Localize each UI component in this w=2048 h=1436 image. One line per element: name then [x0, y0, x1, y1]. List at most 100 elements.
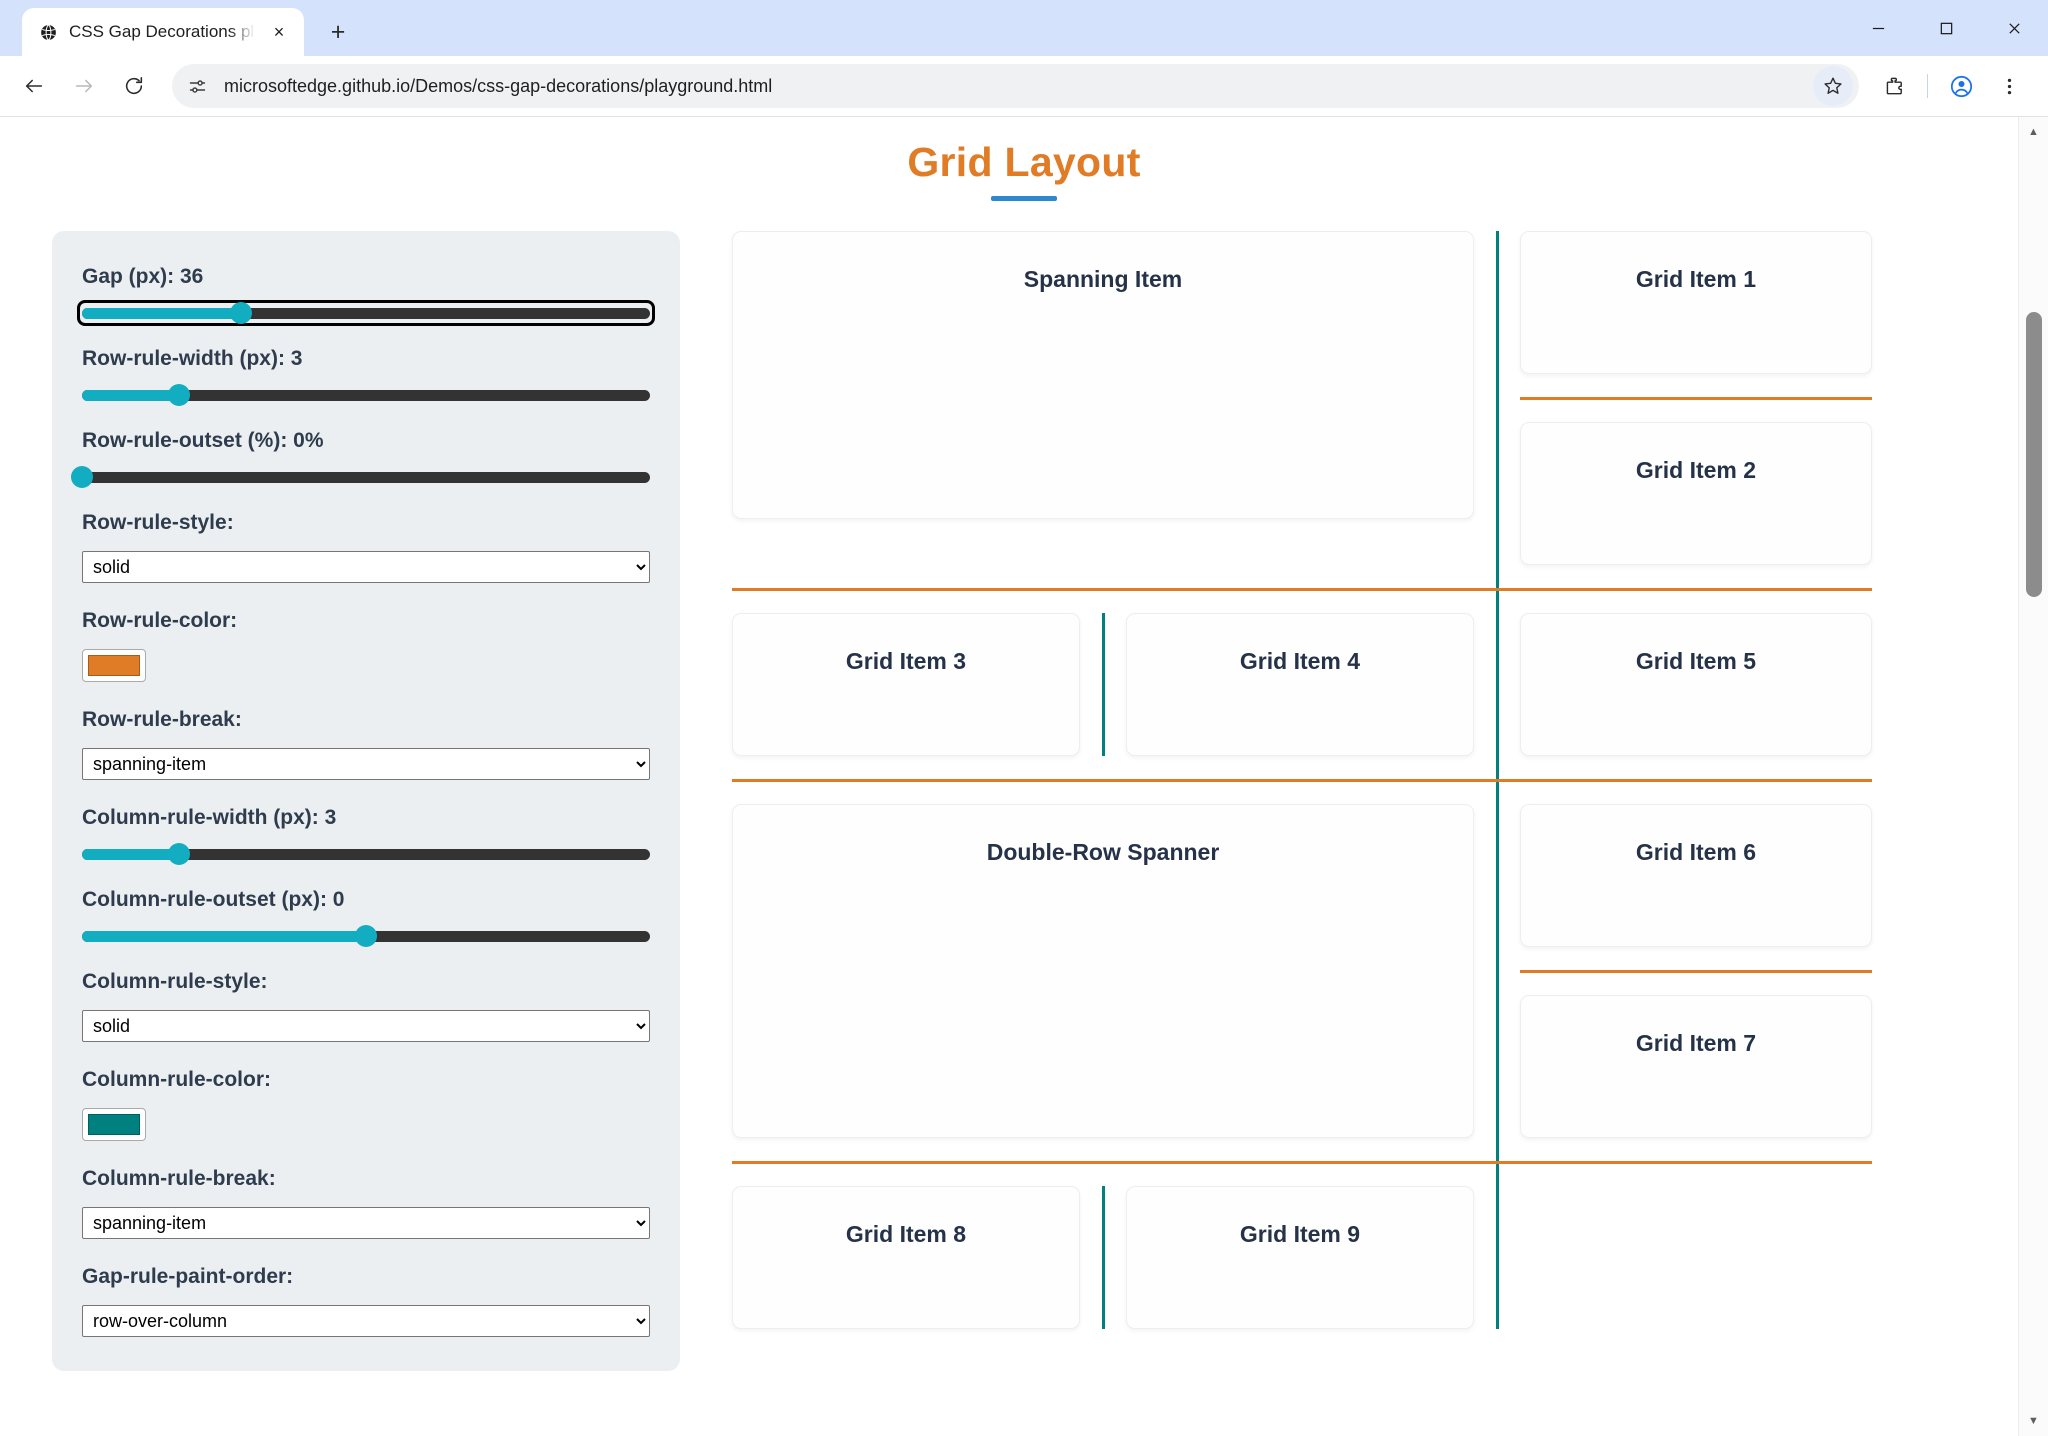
row-rule-style-label: Row-rule-style: [82, 511, 234, 534]
slider-track [82, 389, 650, 401]
row-rule-1 [1520, 397, 1872, 400]
column-rule-style-select[interactable]: nonesoliddasheddotteddoublegrooveridgein… [82, 1010, 650, 1042]
control-gap-rule-paint-order: Gap-rule-paint-order: row-over-columncolu… [82, 1265, 650, 1337]
scroll-down-arrow-icon[interactable]: ▼ [2028, 1415, 2039, 1427]
browser-tab[interactable]: CSS Gap Decorations playground × [22, 8, 304, 56]
double-row-spanner: Double-Row Spanner [732, 804, 1474, 1138]
swatch-fill [88, 1114, 140, 1135]
scroll-up-arrow-icon[interactable]: ▲ [2028, 126, 2039, 138]
grid-item-5: Grid Item 5 [1520, 613, 1872, 756]
bookmark-star-icon[interactable] [1813, 66, 1853, 106]
grid-item-2: Grid Item 2 [1520, 422, 1872, 565]
gap-slider[interactable] [77, 300, 655, 326]
grid-item-8: Grid Item 8 [732, 1186, 1080, 1329]
globe-icon [38, 22, 58, 42]
page-scrollbar[interactable]: ▲ ▼ [2018, 117, 2048, 1436]
slider-fill [82, 930, 366, 942]
grid-item-6-label: Grid Item 6 [1635, 839, 1757, 865]
forward-button[interactable] [60, 62, 108, 110]
row-rule-outset-label: Row-rule-outset (%): 0% [82, 429, 324, 452]
minimize-button[interactable] [1844, 0, 1912, 56]
grid-item-6: Grid Item 6 [1520, 804, 1872, 947]
slider-thumb[interactable] [355, 925, 377, 947]
control-column-rule-break: Column-rule-break: nonespanning-iteminter… [82, 1167, 650, 1239]
toolbar-divider [1927, 74, 1928, 98]
control-column-rule-width: Column-rule-width (px): 3 [82, 806, 650, 865]
grid-item-8-label: Grid Item 8 [845, 1221, 967, 1247]
grid-item-3: Grid Item 3 [732, 613, 1080, 756]
control-row-rule-outset: Row-rule-outset (%): 0% [71, 429, 650, 488]
control-column-rule-style: Column-rule-style:nonesoliddasheddottedd… [82, 970, 650, 1042]
slider-thumb[interactable] [167, 843, 190, 865]
grid-item-2-label: Grid Item 2 [1635, 457, 1757, 483]
title-underline [991, 196, 1057, 201]
grid-item-4-label: Grid Item 4 [1239, 648, 1361, 674]
slider-thumb[interactable] [167, 384, 190, 406]
column-rule-color-swatch[interactable] [82, 1108, 146, 1141]
new-tab-button[interactable]: + [330, 17, 346, 46]
double-row-spanner-label: Double-Row Spanner [986, 839, 1220, 865]
slider-thumb[interactable] [230, 302, 253, 324]
column-rule-outset-slider[interactable] [82, 925, 650, 947]
site-settings-icon[interactable] [180, 69, 214, 103]
column-rule-color-label: Column-rule-color: [82, 1068, 271, 1091]
extensions-puzzle-icon[interactable] [1871, 63, 1917, 109]
row-rule-break-select[interactable]: nonespanning-itemintersection [82, 748, 650, 780]
back-button[interactable] [10, 62, 58, 110]
spanning-item: Spanning Item [732, 231, 1474, 519]
control-column-rule-color: Column-rule-color: [82, 1068, 650, 1141]
maximize-button[interactable] [1912, 0, 1980, 56]
column-rule-break-select[interactable]: nonespanning-itemintersection [82, 1207, 650, 1239]
column-rule-width-slider[interactable] [82, 843, 650, 865]
grid-item-5-label: Grid Item 5 [1635, 648, 1757, 674]
reload-button[interactable] [110, 62, 158, 110]
row-rule-style-select[interactable]: nonesoliddasheddotteddoublegrooveridgein… [82, 551, 650, 583]
close-window-button[interactable] [1980, 0, 2048, 56]
tab-strip: CSS Gap Decorations playground × + [0, 0, 2048, 56]
grid-demo-area: Spanning Item Grid Item 1 Grid Item 2 Grid … [732, 231, 1996, 1406]
slider-thumb[interactable] [71, 466, 93, 488]
row-rule-width-label: Row-rule-width (px): 3 [82, 347, 303, 370]
control-row-rule-color: Row-rule-color: [82, 609, 650, 682]
row-rule-color-label: Row-rule-color: [82, 609, 238, 632]
grid-item-3-label: Grid Item 3 [845, 648, 967, 674]
row-rule-width-slider[interactable] [82, 384, 650, 406]
grid-item-4: Grid Item 4 [1126, 613, 1474, 756]
row-rule-5 [732, 1161, 1872, 1164]
tab-title: CSS Gap Decorations playground [69, 22, 255, 41]
url-text: microsoftedge.github.io/Demos/css-gap-de… [224, 75, 773, 96]
address-bar[interactable]: microsoftedge.github.io/Demos/css-gap-de… [172, 64, 1859, 108]
control-column-rule-outset: Column-rule-outset (px): 0 [82, 888, 650, 947]
slider-fill [82, 848, 179, 860]
column-rule-break-label: Column-rule-break: [82, 1167, 276, 1190]
slider-track [82, 471, 650, 483]
page-title: Grid Layout [907, 139, 1141, 185]
control-gap: Gap (px): 36 [77, 265, 655, 326]
grid-item-9-label: Grid Item 9 [1239, 1221, 1361, 1247]
slider-track [82, 307, 650, 319]
spanning-item-label: Spanning Item [1023, 266, 1183, 292]
controls-panel: Gap (px): 36 Row-rule-width (px): 3 Row-ru… [52, 231, 680, 1371]
row-rule-outset-slider[interactable] [71, 466, 650, 488]
scrollbar-thumb[interactable] [2026, 312, 2042, 597]
column-rule-width-label: Column-rule-width (px): 3 [82, 806, 337, 829]
column-rule-outset-label: Column-rule-outset (px): 0 [82, 888, 345, 911]
web-page: Grid Layout Gap (px): 36 Row-rule-width (… [0, 117, 2048, 1436]
grid-item-1-label: Grid Item 1 [1635, 266, 1757, 292]
control-row-rule-style: Row-rule-style: nonesoliddasheddotteddoub… [82, 511, 650, 583]
column-rule-2 [1102, 613, 1105, 756]
grid-item-1: Grid Item 1 [1520, 231, 1872, 374]
control-row-rule-width: Row-rule-width (px): 3 [82, 347, 650, 406]
gap-rule-paint-order-select[interactable]: row-over-columncolumn-over-row [82, 1305, 650, 1337]
three-dots-menu-icon[interactable] [1986, 63, 2032, 109]
slider-track [82, 848, 650, 860]
page-layout: Gap (px): 36 Row-rule-width (px): 3 Row-ru… [52, 231, 1996, 1406]
close-icon[interactable]: × [273, 21, 285, 42]
grid-item-7-label: Grid Item 7 [1635, 1030, 1757, 1056]
slider-fill [82, 307, 242, 319]
gap-rule-paint-order-label: Gap-rule-paint-order: [82, 1265, 294, 1288]
profile-avatar-icon[interactable] [1938, 63, 1984, 109]
row-rule-color-swatch[interactable] [82, 649, 146, 682]
row-rule-4 [1520, 970, 1872, 973]
